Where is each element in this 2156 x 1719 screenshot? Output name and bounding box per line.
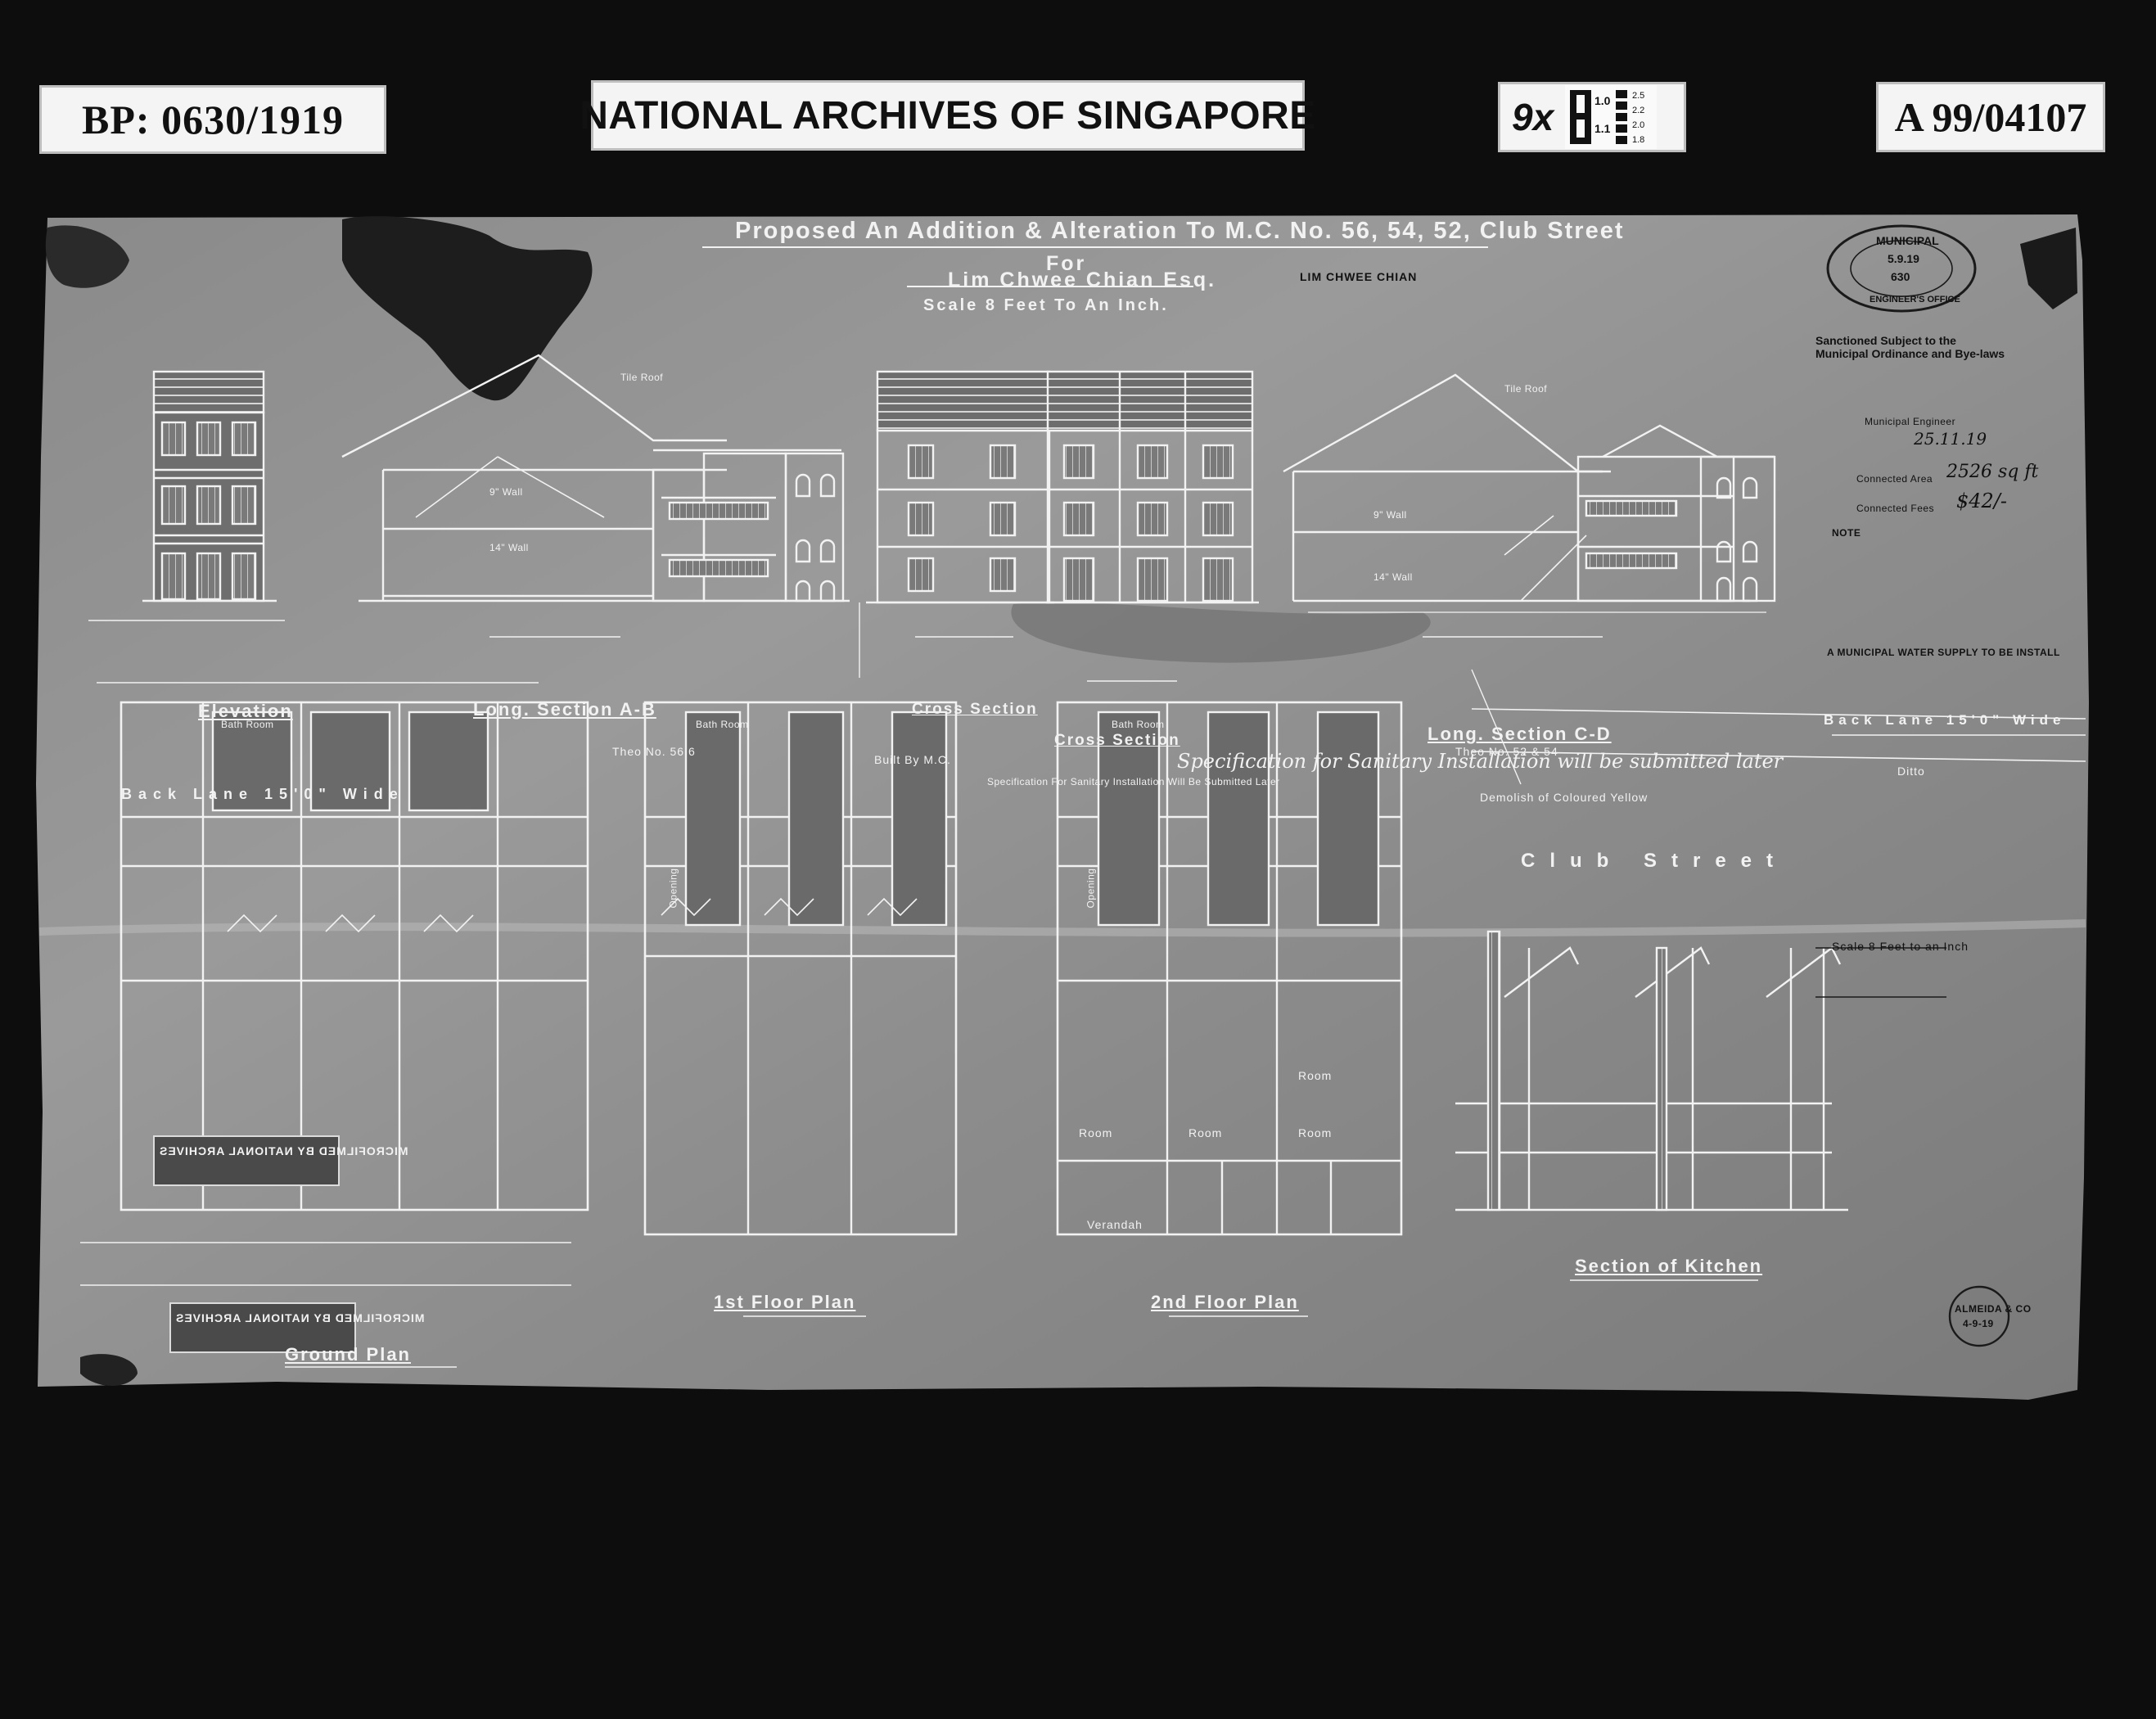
ink-stain [342, 216, 593, 401]
bath-room-label: Bath Room [1112, 719, 1165, 730]
municipal-stamp-top: MUNICIPAL [1876, 234, 1939, 247]
spec-handwritten-note: Specification for Sanitary Installation … [1177, 750, 1784, 773]
verandah-label: Verandah [1087, 1218, 1143, 1231]
first-floor-plan [643, 701, 958, 1317]
architect-stamp-name: ALMEIDA & CO [1955, 1303, 2032, 1315]
back-lane-right-label: Back Lane 15'0" Wide [1824, 712, 2066, 728]
cross-section-2 [859, 370, 1259, 682]
room-label-1: Room [1079, 1126, 1113, 1139]
connected-area-label: Connected Area [1856, 473, 1933, 485]
scale-mark-2: 1.1 [1594, 122, 1611, 135]
scale-mark-4: 2.2 [1632, 106, 1644, 115]
accession-number-label: A 99/04107 [1876, 82, 2105, 152]
ink-stain [45, 225, 129, 288]
spec-note: Specification For Sanitary Installation … [987, 776, 1280, 787]
wall-14-label: 14" Wall [489, 542, 529, 553]
reduction-ratio: 9x [1512, 96, 1554, 138]
microfilm-stamp: MICROFILMED BY NATIONAL ARCHIVES [159, 1144, 408, 1157]
ground-plan-caption: Ground Plan [285, 1344, 411, 1365]
owner-signature-stamp: LIM CHWEE CHIAN [1300, 270, 1418, 283]
municipal-engineer-label: Municipal Engineer [1865, 416, 1956, 427]
second-floor-caption: 2nd Floor Plan [1151, 1292, 1299, 1312]
blueprint-sheet: Proposed An Addition & Alteration To M.C… [31, 211, 2100, 1408]
tile-roof-label: Tile Roof [1504, 383, 1548, 395]
room-label-2: Room [1189, 1126, 1223, 1139]
ink-stain [2020, 228, 2077, 309]
kitchen-section-caption: Section of Kitchen [1575, 1256, 1763, 1276]
scale-mark-6: 1.8 [1632, 135, 1644, 145]
municipal-stamp-date: 5.9.19 [1888, 252, 1919, 265]
connected-fees-value: $42/- [1956, 490, 2008, 512]
architect-stamp [1948, 1285, 2010, 1347]
room-label-3: Room [1298, 1126, 1333, 1139]
theo-note-52-54: Theo No. 52 & 54 [1455, 745, 1558, 758]
built-by-note: Built By M.C. [874, 753, 951, 766]
demolish-note: Demolish of Coloured Yellow [1480, 791, 1649, 804]
ditto-label: Ditto [1897, 765, 1925, 778]
second-floor-plan [1056, 701, 1403, 1317]
municipal-stamp-number: 630 [1891, 270, 1910, 283]
club-street-label: Club Street [1521, 850, 1788, 872]
cross-section-2-caption: Cross Section [1054, 732, 1180, 749]
bp-number-label: BP: 0630/1919 [39, 85, 386, 154]
tile-roof-label: Tile Roof [620, 372, 664, 383]
opening-label: Opening [667, 868, 679, 909]
bath-room-label: Bath Room [221, 719, 274, 730]
elevation-caption: Elevation [198, 701, 293, 721]
long-section-cd [1283, 373, 1776, 638]
drawing-title: Proposed An Addition & Alteration To M.C… [735, 218, 1625, 244]
approval-date: 25.11.19 [1914, 429, 1987, 449]
kitchen-scale-note: Scale 8 Feet to an Inch [1832, 940, 1969, 953]
scale-mark-3: 2.5 [1632, 91, 1644, 101]
scale-mark-5: 2.0 [1632, 120, 1644, 130]
wall-9-label: 9" Wall [489, 486, 523, 498]
municipal-stamp-bottom: ENGINEER'S OFFICE [1870, 295, 1960, 305]
connected-fees-label: Connected Fees [1856, 503, 1935, 514]
long-section-ab [341, 354, 850, 638]
connected-area-value: 2526 sq ft [1946, 462, 2039, 482]
front-elevation [88, 370, 285, 621]
back-lane-label: Back Lane 15'0" Wide [121, 786, 404, 802]
ink-stain [80, 1354, 138, 1386]
note-label: NOTE [1832, 527, 1861, 539]
wall-14-label: 14" Wall [1373, 571, 1413, 583]
water-supply-note: A MUNICIPAL WATER SUPPLY TO BE INSTALL [1827, 647, 2060, 658]
resolution-target-icon: 1.0 1.1 2.5 2.2 2.0 1.8 [1565, 85, 1658, 149]
theo-note-56: Theo No. 56 6 [612, 745, 696, 758]
kitchen-section [1455, 930, 1848, 1281]
cross-section-1-caption: Cross Section [912, 701, 1038, 718]
reduction-scale-label: 9x 1.0 1.1 2.5 2.2 2.0 1.8 [1498, 82, 1686, 152]
first-floor-caption: 1st Floor Plan [714, 1292, 856, 1312]
wall-9-label: 9" Wall [1373, 509, 1407, 521]
municipal-stamp [1826, 224, 1977, 313]
ground-plan [80, 701, 589, 1368]
client-name: Lim Chwee Chian Esq. [948, 268, 1217, 291]
ink-stain [1011, 602, 1431, 663]
for-label: For [1046, 252, 1087, 275]
cross-section-1 [866, 370, 1054, 638]
sanction-text: Sanctioned Subject to the Municipal Ordi… [1815, 334, 2005, 360]
opening-label: Opening [1085, 868, 1097, 909]
architect-stamp-date: 4-9-19 [1963, 1318, 1994, 1329]
archive-name-label: NATIONAL ARCHIVES OF SINGAPORE [580, 80, 1315, 151]
room-label-4: Room [1298, 1069, 1333, 1082]
bath-room-label: Bath Room [696, 719, 749, 730]
long-section-ab-caption: Long. Section A-B [473, 699, 656, 720]
microfilm-stamp: MICROFILMED BY NATIONAL ARCHIVES [175, 1311, 425, 1324]
fold-crease [38, 919, 2086, 937]
scale-mark-1: 1.0 [1594, 94, 1611, 107]
blueprint-drawing [36, 214, 2089, 1400]
long-section-cd-caption: Long. Section C-D [1428, 724, 1612, 744]
drawing-scale: Scale 8 Feet To An Inch. [923, 296, 1169, 314]
